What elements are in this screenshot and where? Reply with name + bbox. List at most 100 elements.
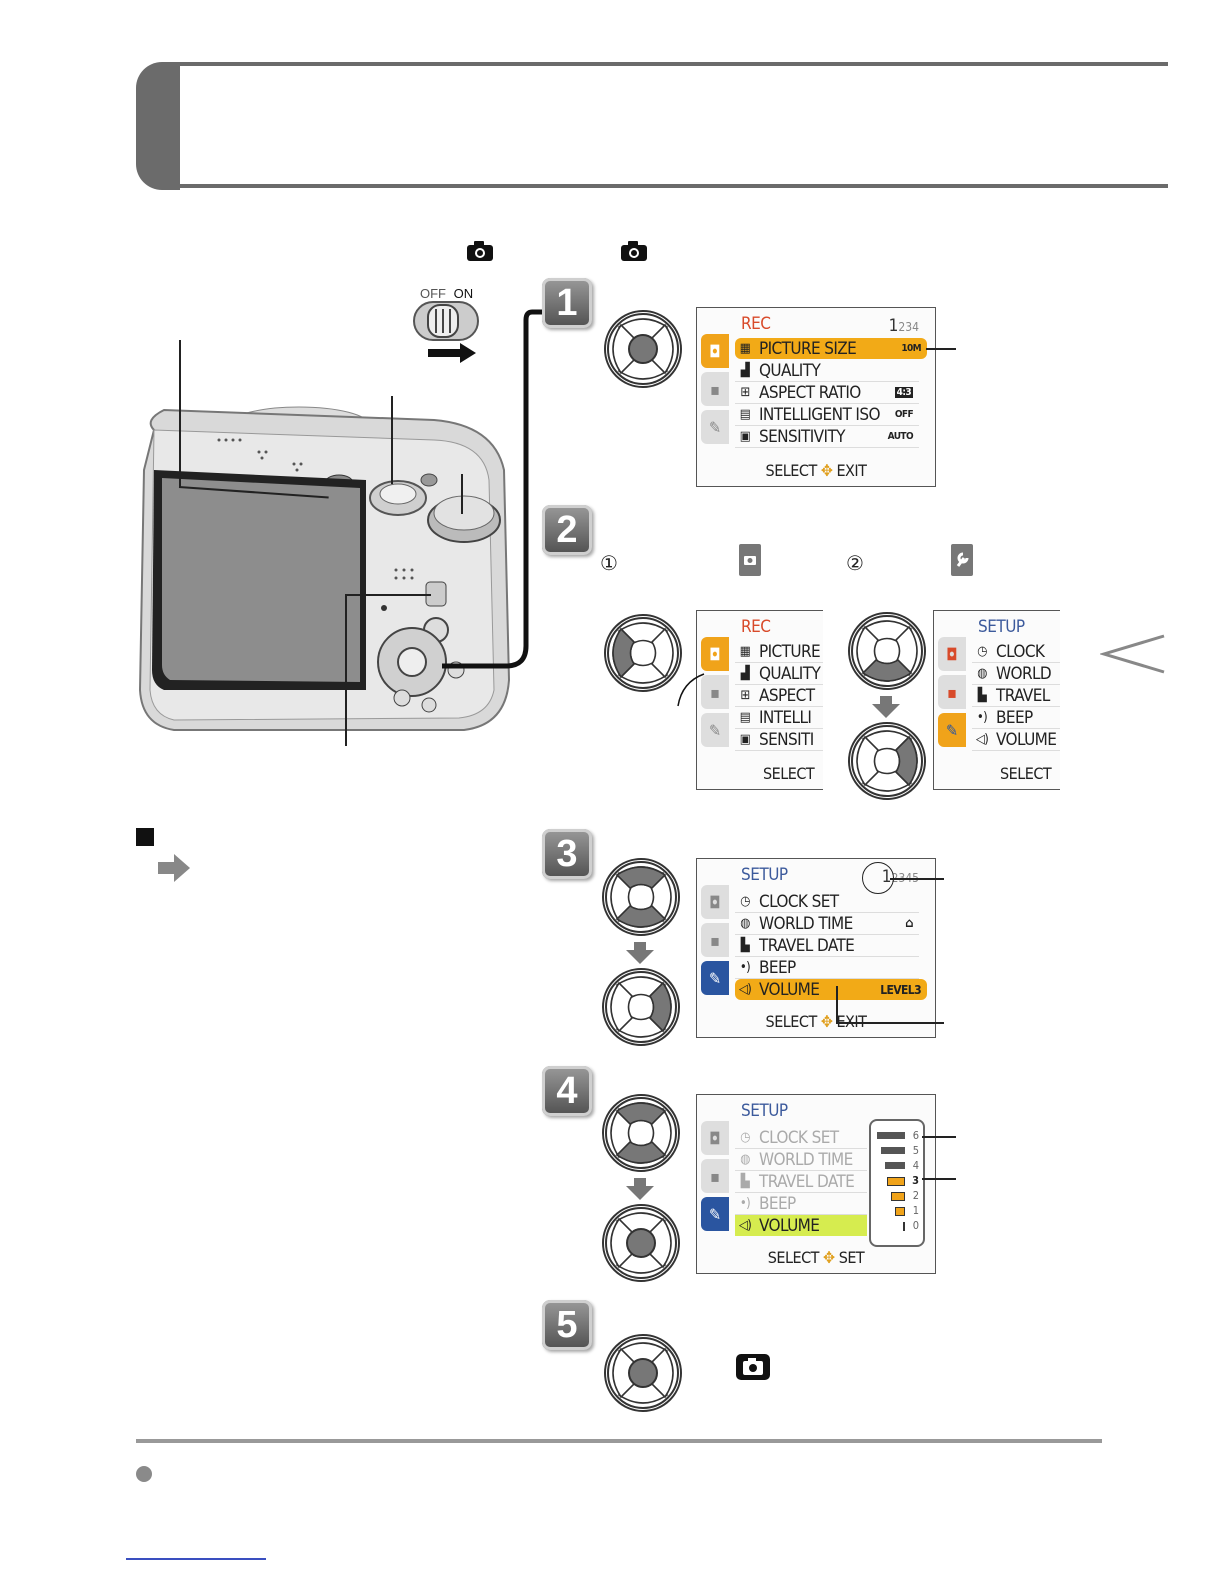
volume-level-label: 1 [912,1204,919,1217]
volume-bar [895,1207,905,1216]
scene-tab: ▪ [701,923,729,957]
menu-item[interactable]: ◍WORLD TIME⌂ [735,913,919,935]
control-pad[interactable] [848,722,926,800]
on-label: ON [453,286,474,301]
rec-tab: ◘ [701,637,729,671]
leader-line [391,396,393,484]
control-pad[interactable] [602,858,680,936]
menu-footer: SELECT ✥ EXIT [765,1012,867,1031]
scene-tab: ▪ [701,372,729,406]
rec-tab: ◘ [701,334,729,368]
menu-footer: SELECT ✥ EXIT [765,461,867,480]
menu-item[interactable]: ▦PICTURE [735,641,823,663]
footer-rule [136,1439,1102,1443]
page-indicator: 1234 [888,316,919,336]
camera-icon [467,241,493,261]
control-pad[interactable] [604,1334,682,1412]
scene-tab: ▪ [701,675,729,709]
volume-level-label: 4 [912,1159,919,1172]
volume-level-row[interactable]: 3 [871,1174,923,1188]
connector-line [442,309,542,669]
menu-item[interactable]: ▤INTELLI [735,707,823,729]
leader-line [179,340,181,488]
rec-tab: ◘ [938,637,966,671]
sub-step-marker: ① [600,553,618,575]
volume-bar [891,1192,905,1201]
menu-title: REC [741,617,771,637]
step-number-badge: 5 [542,1300,592,1350]
leader-line [836,1022,944,1024]
volume-level-label: 6 [912,1129,919,1142]
camera-back-illustration [138,406,511,731]
lcd-screen-rec-partial: REC ◘ ▪ ✎ ▦PICTURE ▟QUALITY ⊞ASPECT ▤INT… [696,610,823,790]
menu-item[interactable]: ◷CLOCK [972,641,1060,663]
menu-item[interactable]: ▙TRAVEL [972,685,1060,707]
step-number-badge: 2 [542,505,592,555]
menu-item[interactable]: ▟QUALITY [735,360,919,382]
header-rule-bottom [176,184,1168,188]
control-pad[interactable] [602,1204,680,1282]
menu-item[interactable]: ▟QUALITY [735,663,823,685]
aspect-ratio-icon: ⊞ [740,385,750,400]
setup-tab: ✎ [701,410,729,444]
leader-line [890,878,944,880]
volume-level-row[interactable]: 0 [871,1219,923,1233]
menu-item[interactable]: ◁)VOLUME [735,1215,867,1236]
menu-item[interactable]: ▙TRAVEL DATE [735,935,919,957]
menu-item[interactable]: ⊞ASPECT [735,685,823,707]
menu-footer: SELECT ✥ SET [767,1248,865,1267]
leader-line [345,594,347,746]
wrench-icon [951,544,973,576]
control-pad[interactable] [602,1094,680,1172]
arrow-down-icon [626,942,654,964]
menu-item: ◍WORLD TIME [735,1149,867,1171]
menu-item[interactable]: ◍WORLD [972,663,1060,685]
volume-level-row[interactable]: 5 [871,1144,923,1158]
arrow-down-icon [626,1178,654,1200]
link-underline[interactable] [126,1558,266,1560]
leader-line [345,594,431,596]
power-switch[interactable] [412,300,482,366]
menu-footer: SELECT [1000,764,1052,783]
volume-level-row[interactable]: 4 [871,1159,923,1173]
header-rule-top [176,62,1168,66]
off-label: OFF [420,286,446,301]
scene-tab: ▪ [701,1159,729,1193]
menu-item[interactable]: ▣SENSITI [735,729,823,751]
picture-size-icon: ▦ [739,341,751,356]
note-square-marker [136,828,154,846]
leader-line [922,1136,956,1138]
menu-title: REC [741,314,771,334]
volume-level-row[interactable]: 2 [871,1189,923,1203]
menu-item[interactable]: ◷CLOCK SET [735,891,919,913]
control-pad[interactable] [848,612,926,690]
menu-item[interactable]: •)BEEP [735,957,919,979]
volume-bar [903,1222,905,1231]
rec-tab: ◘ [701,1121,729,1155]
setup-tab: ✎ [701,713,729,747]
sensitivity-icon: ▣ [739,429,751,444]
arrow-right-icon [158,854,190,882]
control-pad[interactable] [602,968,680,1046]
volume-bar [887,1177,905,1186]
menu-title: SETUP [978,617,1025,637]
volume-level-row[interactable]: 6 [871,1129,923,1143]
step-number-badge: 4 [542,1066,592,1116]
quality-icon: ▟ [740,363,750,378]
iso-icon: ▤ [739,407,751,422]
control-pad[interactable] [604,614,682,692]
volume-bar [877,1132,905,1139]
power-switch-labels: OFF ON [420,286,473,301]
menu-item[interactable]: •)BEEP [972,707,1060,729]
volume-level-row[interactable]: 1 [871,1204,923,1218]
control-pad[interactable] [604,310,682,388]
sub-step-marker: ② [846,553,864,575]
leader-line [922,1178,956,1180]
menu-item[interactable]: ◁)VOLUME [972,729,1060,751]
